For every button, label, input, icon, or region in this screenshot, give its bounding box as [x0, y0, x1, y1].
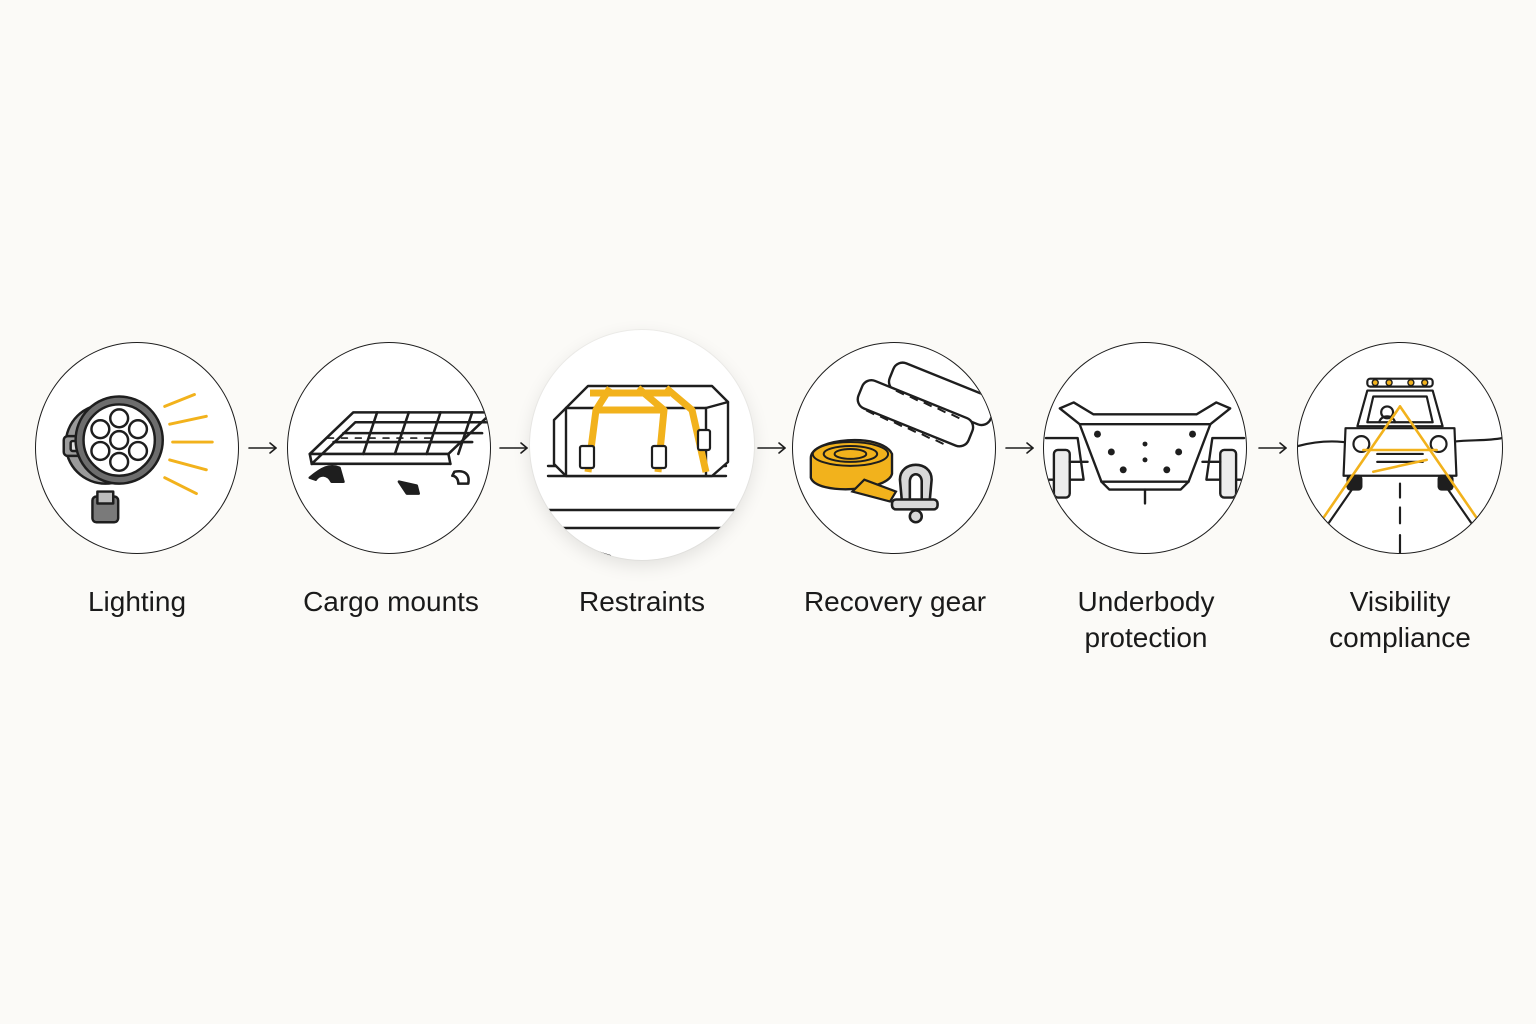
step-lighting [35, 342, 239, 554]
vehicle-beam-icon [1298, 377, 1502, 553]
skid-plate-icon [1044, 401, 1246, 505]
step-restraints [530, 330, 754, 560]
arrow-right-icon [1258, 442, 1287, 454]
step-underbody-protection [1043, 342, 1247, 554]
strapped-cargo-icon [530, 384, 754, 558]
step-label-visibility-compliance: Visibility compliance [1329, 586, 1471, 653]
arrow-right-icon [757, 442, 786, 454]
step-label-lighting: Lighting [87, 586, 187, 617]
step-cargo-mounts [287, 342, 491, 554]
step-label-cargo-mounts: Cargo mounts [303, 586, 479, 617]
arrow-right-icon [248, 442, 277, 454]
step-label-restraints: Restraints [578, 586, 706, 617]
step-label-recovery-gear: Recovery gear [803, 586, 987, 617]
step-visibility-compliance [1297, 342, 1503, 554]
roof-rack-icon [308, 411, 490, 495]
arrow-right-icon [1005, 442, 1034, 454]
step-label-underbody-protection: Underbody protection [1077, 586, 1215, 653]
arrow-right-icon [499, 442, 528, 454]
recovery-kit-icon [809, 361, 995, 524]
work-light-icon [62, 393, 214, 524]
step-recovery-gear [792, 342, 996, 554]
